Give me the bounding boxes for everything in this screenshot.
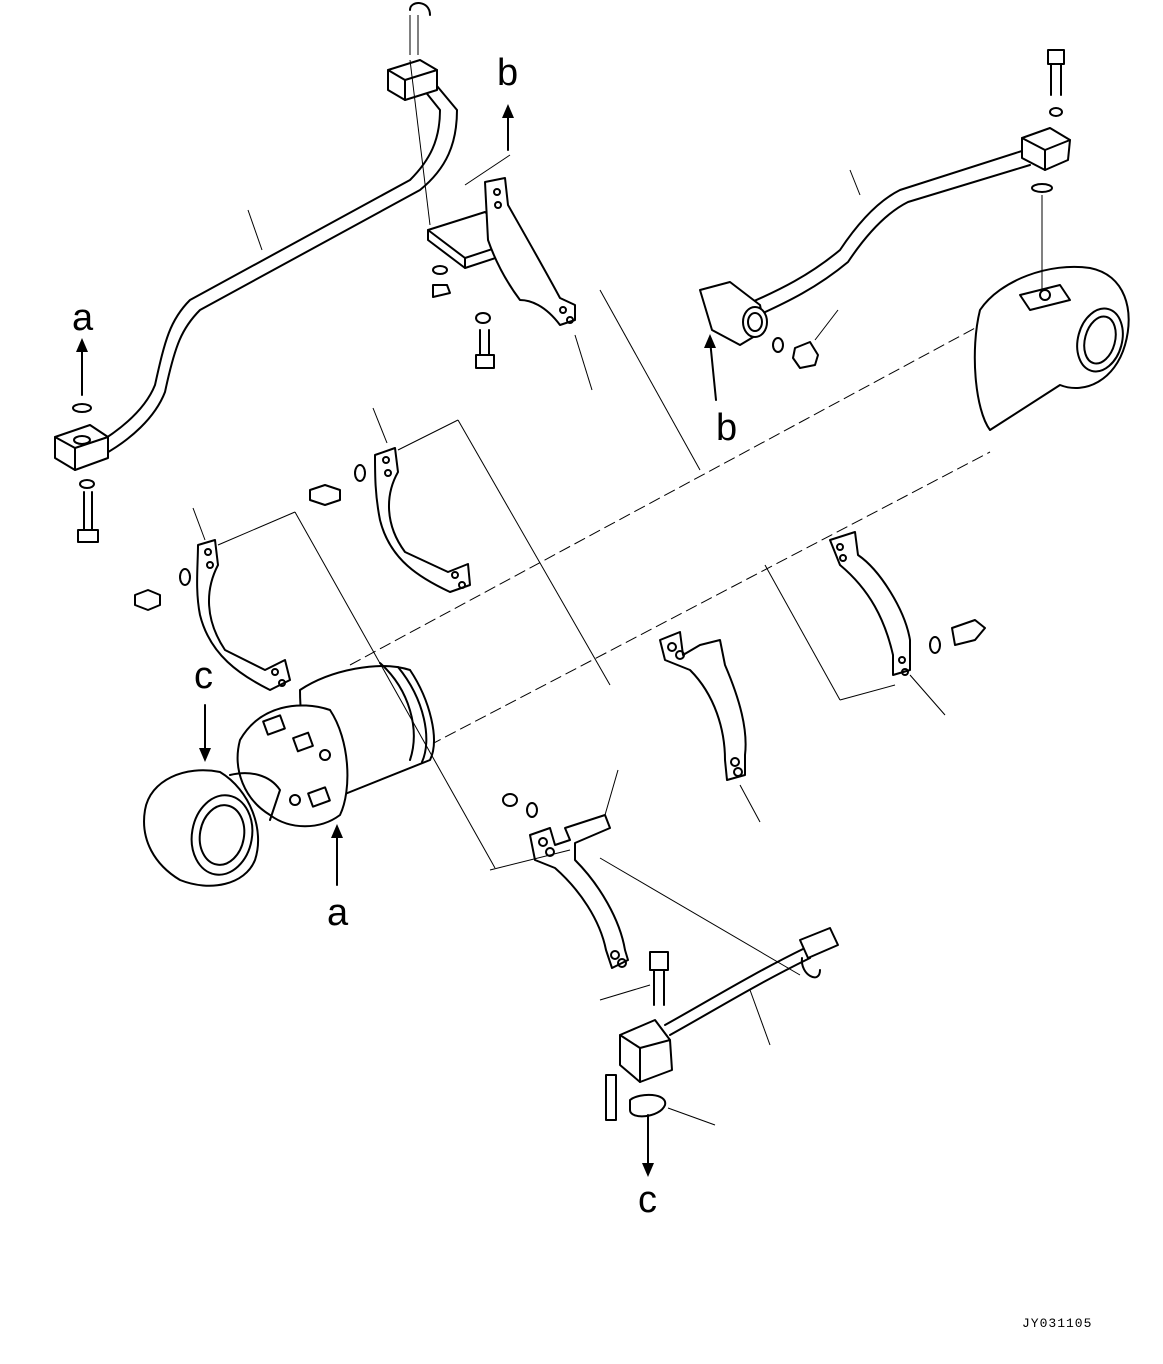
callout-arrow-b-top [502, 104, 514, 151]
callout-arrow-a-bottom [331, 824, 343, 886]
callout-label-b-bottom: b [716, 407, 737, 449]
callout-arrow-b-bottom [704, 334, 717, 401]
callout-label-a-bottom: a [327, 892, 349, 934]
callout-arrow-c-left [199, 704, 211, 762]
clamp-left [134, 507, 296, 691]
bracket-top-center [409, 59, 593, 391]
callout-label-c-left: c [194, 655, 213, 697]
drawing-code: JY031105 [1022, 1316, 1092, 1331]
callout-label-a-top: a [72, 297, 94, 339]
hydraulic-cylinder [143, 265, 1130, 887]
callout-label-c-bottom: c [638, 1179, 657, 1221]
sensor-assembly [599, 857, 839, 1126]
clamp-middle-top [309, 407, 471, 593]
callout-label-b-top: b [497, 52, 518, 94]
callout-arrow-a-top [76, 338, 88, 396]
clamp-bottom-bracket [489, 769, 629, 969]
clamp-right [829, 531, 986, 716]
clamp-lower-middle [659, 631, 761, 823]
callout-arrow-c-bottom [642, 1114, 654, 1177]
hydraulic-tube-right [699, 49, 1071, 369]
